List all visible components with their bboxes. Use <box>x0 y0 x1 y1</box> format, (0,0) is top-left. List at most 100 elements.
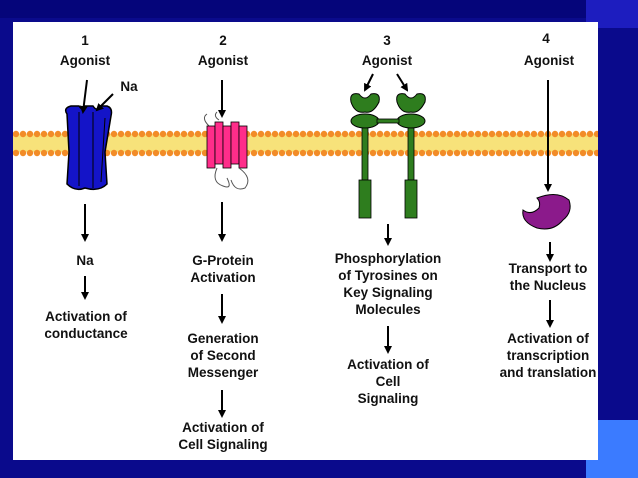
membrane-lipid-head <box>40 130 48 138</box>
membrane-lipid-head <box>61 130 69 138</box>
membrane-lipid-head <box>152 130 160 138</box>
membrane-lipid-head <box>579 130 587 138</box>
membrane-lipid-head <box>579 149 587 157</box>
membrane-lipid-head <box>558 149 566 157</box>
na-arrow <box>95 93 114 112</box>
membrane-lipid-head <box>54 149 62 157</box>
membrane-lipid-head <box>26 149 34 157</box>
membrane-lipid-head <box>334 130 342 138</box>
column-4-step-2: Activation of transcription and translat… <box>499 331 597 380</box>
membrane-lipid-head <box>397 130 405 138</box>
membrane-lipid-head <box>565 130 573 138</box>
receptor-tyrosine-kinase-icon <box>350 93 426 219</box>
membrane-lipid-head <box>467 149 475 157</box>
membrane-lipid-head <box>432 149 440 157</box>
column-3-step-1: Phosphorylation of Tyrosines on Key Sign… <box>334 251 442 317</box>
membrane-lipid-head <box>439 149 447 157</box>
column-2-number: 2 <box>219 33 227 48</box>
membrane-lipid-head <box>551 130 559 138</box>
column-4-step-1: Transport to the Nucleus <box>508 261 588 293</box>
membrane-lipid-head <box>397 149 405 157</box>
membrane-lipid-head <box>327 130 335 138</box>
column-1-step-1: Na <box>76 253 94 268</box>
membrane-lipid-head <box>145 130 153 138</box>
membrane-lipid-head <box>551 149 559 157</box>
column-2-agonist-label: Agonist <box>197 53 249 68</box>
agonist-arrow-3a <box>364 73 374 92</box>
membrane-lipid-head <box>19 130 27 138</box>
membrane-lipid-head <box>593 149 598 157</box>
membrane-lipid-head <box>61 149 69 157</box>
membrane-lipid-head <box>481 149 489 157</box>
membrane-lipid-head <box>19 149 27 157</box>
membrane-lipid-head <box>40 149 48 157</box>
membrane-lipid-head <box>495 149 503 157</box>
membrane-lipid-head <box>488 130 496 138</box>
flow-arrows <box>79 73 554 418</box>
column-4-agonist-label: Agonist <box>523 53 575 68</box>
membrane-lipid-head <box>390 130 398 138</box>
membrane-lipid-head <box>523 149 531 157</box>
membrane-lipid-head <box>131 130 139 138</box>
membrane-lipid-head <box>369 130 377 138</box>
membrane-lipid-head <box>250 149 258 157</box>
membrane-lipid-head <box>348 149 356 157</box>
membrane-lipid-head <box>187 130 195 138</box>
membrane-lipid-head <box>460 130 468 138</box>
membrane-lipid-head <box>474 149 482 157</box>
membrane-lipid-head <box>313 130 321 138</box>
column-1-number: 1 <box>81 33 89 48</box>
membrane-lipid-head <box>26 130 34 138</box>
membrane-lipid-head <box>453 149 461 157</box>
membrane-lipid-head <box>173 130 181 138</box>
membrane-lipid-head <box>117 149 125 157</box>
membrane-lipid-head <box>264 149 272 157</box>
membrane-lipid-head <box>446 130 454 138</box>
membrane-lipid-head <box>432 130 440 138</box>
membrane-lipid-head <box>47 130 55 138</box>
column-3-step-2: Activation of Cell Signaling <box>347 357 429 406</box>
membrane-lipid-head <box>376 149 384 157</box>
membrane-lipid-head <box>131 149 139 157</box>
membrane-lipid-head <box>138 149 146 157</box>
column-2-step-3: Activation of Cell Signaling <box>178 420 268 452</box>
diagram-panel: 1 Agonist Na Na Activation of conductanc… <box>13 22 598 460</box>
membrane-lipid-head <box>110 130 118 138</box>
membrane-lipid-head <box>453 130 461 138</box>
membrane-lipid-head <box>285 149 293 157</box>
membrane-lipid-head <box>292 130 300 138</box>
g-protein-coupled-receptor-icon <box>203 111 249 190</box>
membrane-lipid-head <box>355 130 363 138</box>
membrane-lipid-head <box>145 149 153 157</box>
intracellular-receptor-icon <box>522 194 571 230</box>
membrane-lipid-head <box>348 130 356 138</box>
membrane-lipid-head <box>194 149 202 157</box>
column-2-step-1: G-Protein Activation <box>190 253 256 285</box>
membrane-lipid-head <box>481 130 489 138</box>
membrane-lipid-head <box>439 130 447 138</box>
membrane-lipid-head <box>558 130 566 138</box>
membrane-lipid-head <box>166 149 174 157</box>
membrane-lipid-head <box>257 130 265 138</box>
membrane-lipid-head <box>313 149 321 157</box>
membrane-lipid-head <box>509 149 517 157</box>
membrane-lipid-head <box>327 149 335 157</box>
membrane-lipid-head <box>376 130 384 138</box>
membrane-lipid-head <box>355 149 363 157</box>
membrane-lipid-head <box>509 130 517 138</box>
membrane-lipid-head <box>572 130 580 138</box>
membrane-lipid-head <box>138 130 146 138</box>
column-4-number: 4 <box>542 31 550 46</box>
membrane-lipid-head <box>180 130 188 138</box>
membrane-lipid-head <box>285 130 293 138</box>
membrane-lipid-head <box>271 130 279 138</box>
membrane-lipid-head <box>425 130 433 138</box>
membrane-lipid-head <box>383 130 391 138</box>
membrane-lipid-head <box>124 130 132 138</box>
membrane-lipid-head <box>460 149 468 157</box>
membrane-lipid-head <box>124 149 132 157</box>
membrane-lipid-head <box>33 130 41 138</box>
membrane-lipid-head <box>516 149 524 157</box>
membrane-lipid-head <box>572 149 580 157</box>
